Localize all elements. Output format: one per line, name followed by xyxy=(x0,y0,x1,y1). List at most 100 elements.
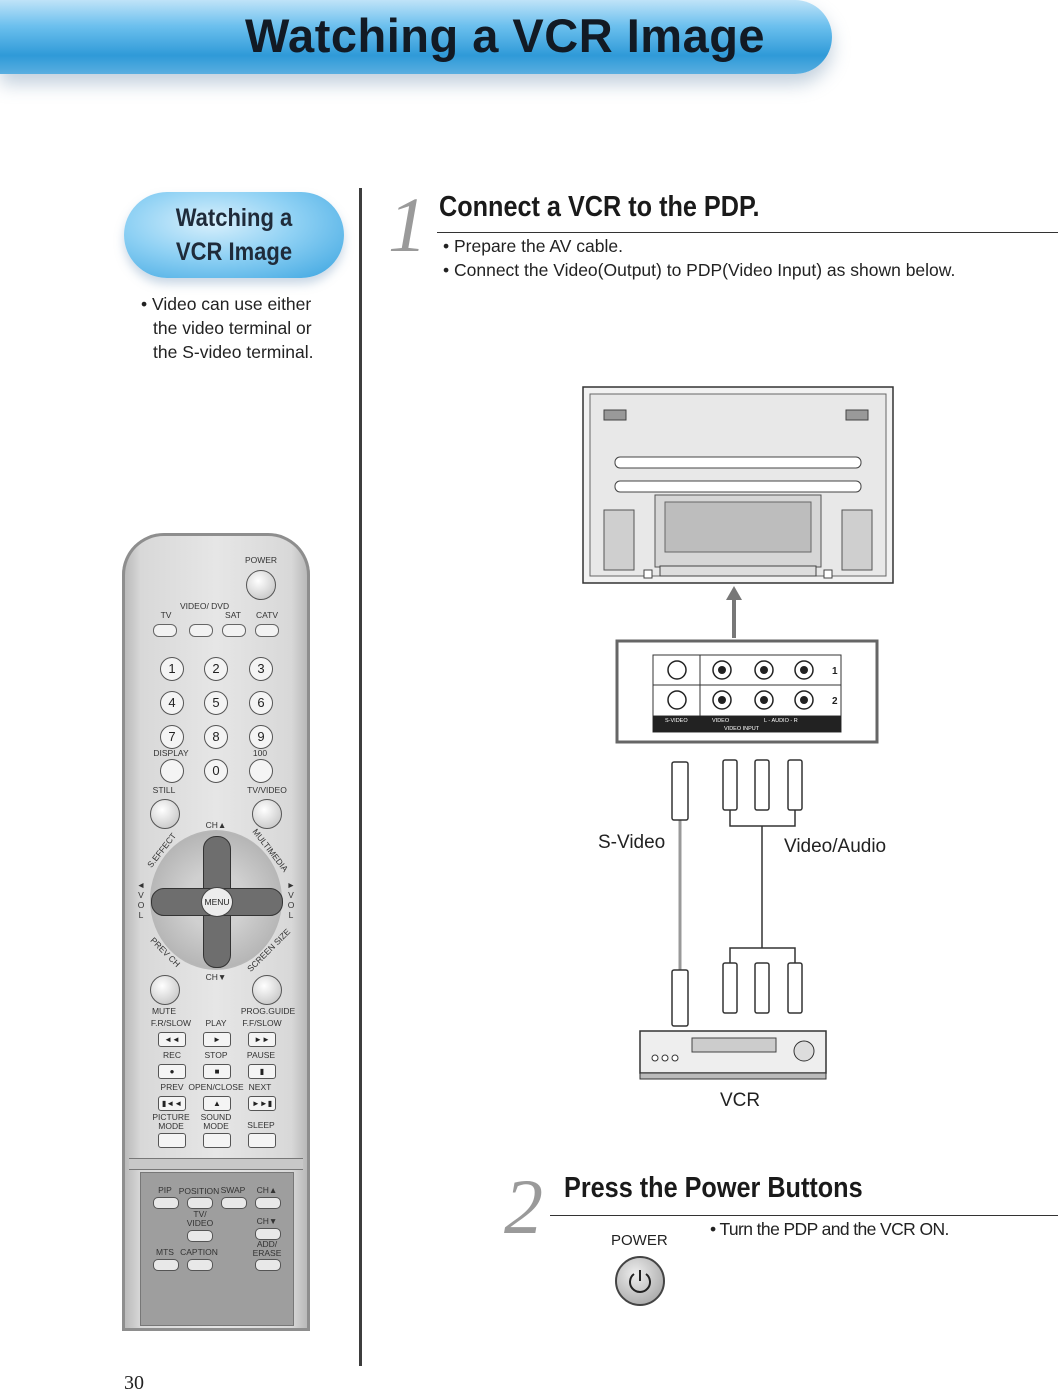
step-2-title: Press the Power Buttons xyxy=(564,1172,863,1204)
panel-svideo-label: S-VIDEO xyxy=(665,718,688,724)
remote-digit-2[interactable]: 2 xyxy=(204,657,228,681)
remote-pip-ch-up-label: CH▲ xyxy=(256,1185,278,1195)
video-input-panel: 1 2 S-VIDEO VIDEO L - AUDIO - R VIDEO IN… xyxy=(615,639,879,744)
remote-digit-9[interactable]: 9 xyxy=(249,725,273,749)
panel-row-1: 1 xyxy=(832,666,838,677)
up-arrow xyxy=(726,586,742,638)
remote-catv-label: CATV xyxy=(255,610,279,620)
remote-digit-4[interactable]: 4 xyxy=(160,691,184,715)
power-label: POWER xyxy=(611,1232,668,1249)
vcr-label: VCR xyxy=(720,1090,761,1111)
remote-open-close-label: OPEN/CLOSE xyxy=(188,1082,244,1092)
remote-sound-mode-label: SOUND MODE xyxy=(200,1112,232,1131)
remote-digit-8[interactable]: 8 xyxy=(204,725,228,749)
remote-add-erase-label: ADD/ ERASE xyxy=(252,1239,282,1258)
remote-rec-button[interactable]: ● xyxy=(158,1064,186,1079)
side-note-line-1: • Video can use either xyxy=(141,294,312,314)
remote-play-button[interactable]: ► xyxy=(203,1032,231,1047)
remote-ff-slow-label: F.F/SLOW xyxy=(242,1018,282,1028)
remote-caption-label: CAPTION xyxy=(180,1247,218,1257)
remote-play-label: PLAY xyxy=(205,1018,227,1028)
remote-digit-0[interactable]: 0 xyxy=(204,759,228,783)
badge-line-2: VCR Image xyxy=(175,238,293,266)
remote-menu-button[interactable]: MENU xyxy=(201,887,233,917)
remote-caption-button[interactable] xyxy=(187,1259,213,1271)
remote-open-close-button[interactable]: ▲ xyxy=(203,1096,231,1111)
remote-pip-button[interactable] xyxy=(153,1197,179,1209)
remote-prog-guide-button[interactable] xyxy=(252,975,282,1005)
remote-add-erase-button[interactable] xyxy=(255,1259,281,1271)
connection-diagram: 1 2 S-VIDEO VIDEO L - AUDIO - R VIDEO IN… xyxy=(582,386,894,1080)
remote-digit-1[interactable]: 1 xyxy=(160,657,184,681)
remote-video-dvd-label: VIDEO/ DVD xyxy=(180,601,230,611)
page-title: Watching a VCR Image xyxy=(244,9,766,62)
remote-100-button[interactable] xyxy=(249,759,273,783)
remote-pip-ch-up-button[interactable] xyxy=(255,1197,281,1209)
remote-tv-video-button[interactable] xyxy=(252,799,282,829)
remote-digit-3[interactable]: 3 xyxy=(249,657,273,681)
av-cables xyxy=(671,759,803,1027)
power-button[interactable] xyxy=(615,1256,665,1306)
remote-pause-button[interactable]: ▮ xyxy=(248,1064,276,1079)
step-1-bullet-1: • Prepare the AV cable. xyxy=(443,236,623,256)
remote-mts-button[interactable] xyxy=(153,1259,179,1271)
remote-tv-button[interactable] xyxy=(153,624,177,637)
remote-ch-down-label: CH▼ xyxy=(205,972,227,982)
remote-swap-label: SWAP xyxy=(220,1185,246,1195)
remote-catv-button[interactable] xyxy=(255,624,279,637)
remote-rec-label: REC xyxy=(163,1050,181,1060)
remote-power-button[interactable] xyxy=(246,570,276,600)
remote-swap-button[interactable] xyxy=(221,1197,247,1209)
remote-still-button[interactable] xyxy=(150,799,180,829)
step-1-rule xyxy=(437,232,1058,233)
remote-fast-forward-button[interactable]: ►► xyxy=(248,1032,276,1047)
remote-vol-left-label: ◄ V O L xyxy=(136,880,146,920)
pdp-rear-panel xyxy=(582,386,894,584)
panel-input-label: VIDEO INPUT xyxy=(724,726,760,732)
remote-display-label: DISPLAY xyxy=(153,748,189,758)
remote-position-button[interactable] xyxy=(187,1197,213,1209)
remote-still-label: STILL xyxy=(152,785,176,795)
remote-sound-mode-button[interactable] xyxy=(203,1133,231,1148)
remote-tv-video-label: TV/VIDEO xyxy=(247,785,287,795)
panel-row-2: 2 xyxy=(832,696,838,707)
section-badge xyxy=(124,192,344,278)
remote-digit-5[interactable]: 5 xyxy=(204,691,228,715)
remote-digit-7[interactable]: 7 xyxy=(160,725,184,749)
panel-video-label: VIDEO xyxy=(712,718,730,724)
remote-sleep-label: SLEEP xyxy=(247,1120,275,1130)
remote-power-label: POWER xyxy=(244,555,278,565)
vcr-unit xyxy=(639,1030,827,1080)
remote-rewind-button[interactable]: ◄◄ xyxy=(158,1032,186,1047)
remote-stop-button[interactable]: ■ xyxy=(203,1064,231,1079)
side-note-line-2: the video terminal or xyxy=(153,318,312,338)
remote-pip-ch-down-button[interactable] xyxy=(255,1228,281,1240)
svideo-label: S-Video xyxy=(598,832,666,853)
step-1-title: Connect a VCR to the PDP. xyxy=(439,191,760,223)
step-2-number: 2 xyxy=(504,1163,543,1250)
remote-tv-label: TV xyxy=(160,610,172,620)
page-number: 30 xyxy=(124,1372,144,1394)
remote-prev-label: PREV xyxy=(160,1082,184,1092)
remote-100-label: 100 xyxy=(252,748,268,758)
remote-digit-6[interactable]: 6 xyxy=(249,691,273,715)
step-2-bullet-1: • Turn the PDP and the VCR ON. xyxy=(710,1219,949,1239)
remote-next-label: NEXT xyxy=(248,1082,272,1092)
remote-fr-slow-label: F.R/SLOW xyxy=(150,1018,192,1028)
remote-mute-button[interactable] xyxy=(150,975,180,1005)
remote-vol-right-label: ► V O L xyxy=(286,880,296,920)
remote-video-dvd-button[interactable] xyxy=(189,624,213,637)
remote-tv-video-small-label: TV/ VIDEO xyxy=(186,1209,214,1228)
remote-sat-button[interactable] xyxy=(222,624,246,637)
remote-tv-video-small-button[interactable] xyxy=(187,1230,213,1242)
remote-picture-mode-button[interactable] xyxy=(158,1133,186,1148)
remote-prev-button[interactable]: ▮◄◄ xyxy=(158,1096,186,1111)
remote-hinge xyxy=(129,1158,303,1170)
remote-mute-label: MUTE xyxy=(151,1006,177,1016)
power-icon xyxy=(629,1270,651,1293)
remote-prog-guide-label: PROG.GUIDE xyxy=(240,1006,296,1016)
remote-next-button[interactable]: ►►▮ xyxy=(248,1096,276,1111)
remote-position-label: POSITION xyxy=(178,1186,220,1196)
remote-display-button[interactable] xyxy=(160,759,184,783)
remote-sleep-button[interactable] xyxy=(248,1133,276,1148)
